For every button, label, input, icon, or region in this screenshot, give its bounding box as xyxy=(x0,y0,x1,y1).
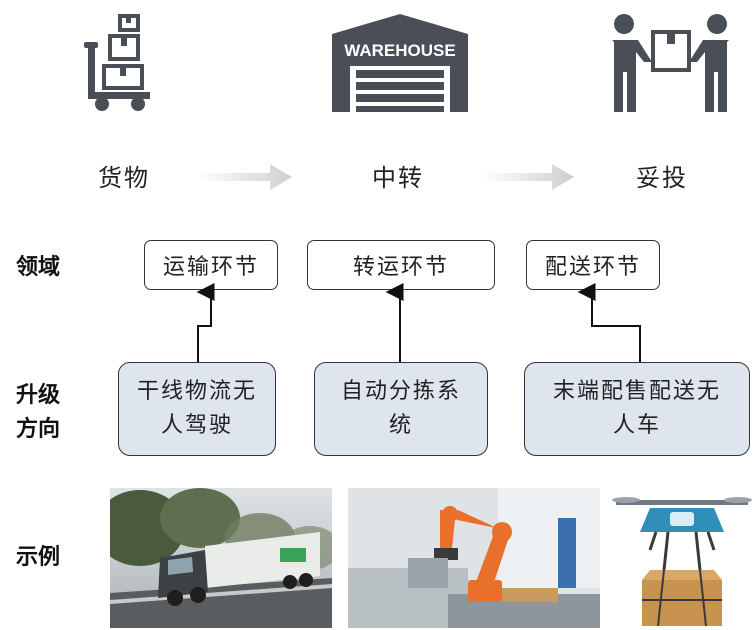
domain-label: 配送环节 xyxy=(544,255,641,280)
upgrade-text-line2: 统 xyxy=(388,413,413,438)
upgrade-text-line2: 人车 xyxy=(612,413,661,438)
warehouse-sign-text: WAREHOUSE xyxy=(344,41,455,60)
flow-arrow-right-icon xyxy=(198,164,292,190)
hand-truck-boxes-icon xyxy=(84,14,150,111)
row-label-upgrade-line2: 方向 xyxy=(16,416,61,442)
upgrade-text-line2: 人驾驶 xyxy=(160,413,233,438)
upgrade-text-line1: 干线物流无 xyxy=(136,379,257,404)
upgrade-text-line1: 自动分拣系 xyxy=(340,379,461,404)
people-handing-box-icon xyxy=(612,14,729,112)
row-label-domain: 领域 xyxy=(16,254,61,280)
stage-goods-label: 货物 xyxy=(98,164,150,192)
domain-box-transport: 运输环节 xyxy=(144,240,278,290)
connector-arrow-transport xyxy=(196,283,215,362)
row-label-example: 示例 xyxy=(16,544,61,570)
sorting-robot-arm-image xyxy=(348,488,600,628)
upgrade-box-auto-sorting: 自动分拣系 统 xyxy=(314,362,488,456)
stage-delivery-label: 妥投 xyxy=(636,164,688,192)
domain-label: 转运环节 xyxy=(352,255,449,280)
stage-transfer-label: 中转 xyxy=(372,164,424,192)
domain-box-delivery: 配送环节 xyxy=(526,240,660,290)
connector-arrow-delivery xyxy=(577,283,641,362)
delivery-drone-image xyxy=(612,488,752,628)
row-label-upgrade-line1: 升级 xyxy=(16,382,61,408)
flow-arrow-right-icon xyxy=(480,164,574,190)
upgrade-box-trunk-autonomous: 干线物流无 人驾驶 xyxy=(118,362,276,456)
autonomous-truck-image xyxy=(110,488,332,628)
warehouse-icon: WAREHOUSE xyxy=(332,14,468,112)
row-label-upgrade: 升级 方向 xyxy=(16,378,60,446)
domain-label: 运输环节 xyxy=(162,255,259,280)
upgrade-box-last-mile-vehicle: 末端配售配送无 人车 xyxy=(524,362,750,456)
upgrade-text-line1: 末端配售配送无 xyxy=(552,379,721,404)
domain-box-transshipment: 转运环节 xyxy=(307,240,495,290)
